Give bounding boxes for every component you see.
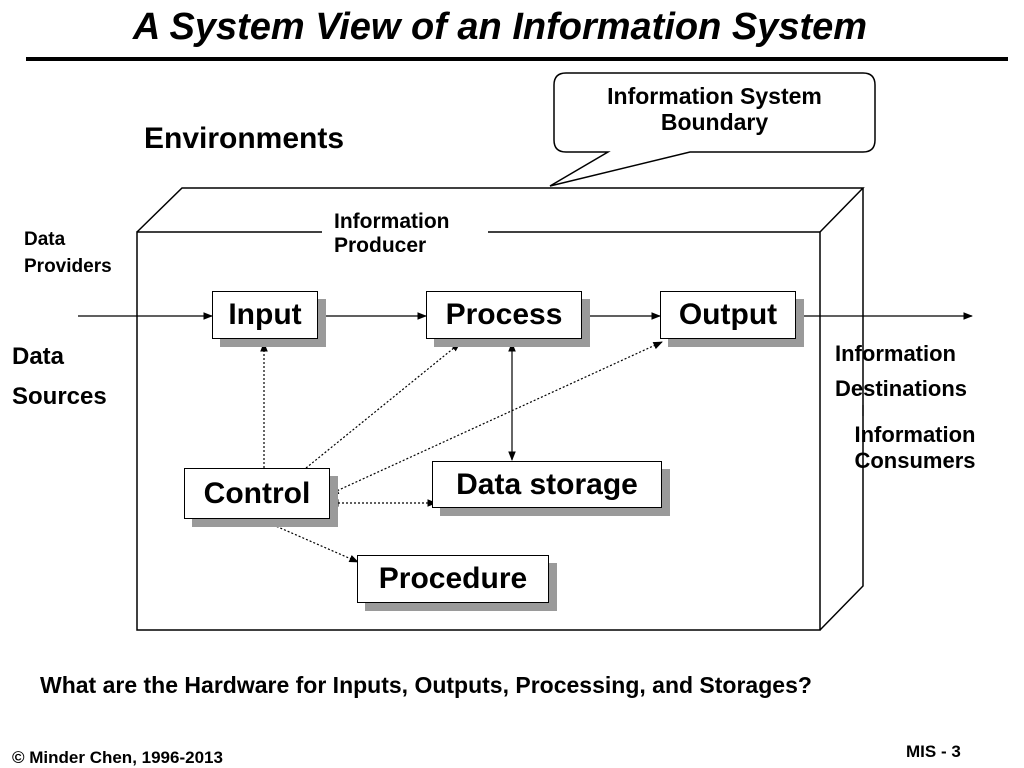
slide-number: MIS - 3 (906, 742, 961, 761)
callout-text: Information System Boundary (554, 83, 875, 136)
consumers-line-1: Information (854, 422, 976, 447)
arrow-control-output (329, 341, 663, 495)
producer-label: Information Producer (334, 210, 450, 258)
boundary-top-face (136, 187, 865, 233)
node-output: Output (660, 291, 796, 339)
destinations-line-2: Destinations (835, 376, 968, 402)
arrow-control-to-process (305, 342, 461, 469)
copyright-footer: © Minder Chen, 1996-2013 (12, 748, 223, 767)
providers-line-2: Providers (24, 255, 112, 277)
node-input: Input (212, 291, 318, 339)
arrow-control-to-procedure (261, 519, 359, 563)
node-procedure: Procedure (357, 555, 549, 603)
slide-question: What are the Hardware for Inputs, Output… (40, 672, 812, 698)
boundary-side-face (819, 188, 864, 631)
destinations-label: Information Destinations (835, 336, 967, 406)
slide-title: A System View of an Information System (132, 6, 868, 48)
title-divider (26, 57, 1008, 61)
sources-label: Data Sources (12, 337, 107, 416)
callout-line-1: Information System (607, 83, 822, 109)
consumers-line-2: Consumers (854, 448, 976, 474)
producer-line-1: Information (334, 210, 450, 233)
node-control: Control (184, 468, 330, 519)
consumers-label: Information Consumers (840, 422, 990, 475)
node-process: Process (426, 291, 582, 339)
producer-label-gap (322, 226, 488, 238)
callout-line-2: Boundary (660, 109, 769, 136)
boundary-callout (549, 72, 876, 187)
sources-line-1: Data (12, 343, 65, 370)
sources-line-2: Sources (12, 382, 107, 410)
providers-label: Data Providers (24, 227, 112, 280)
destinations-line-1: Information (835, 341, 956, 366)
environments-label: Environments (144, 122, 345, 155)
producer-line-2: Producer (334, 234, 427, 258)
providers-line-1: Data (24, 229, 66, 250)
node-data-storage: Data storage (432, 461, 662, 508)
